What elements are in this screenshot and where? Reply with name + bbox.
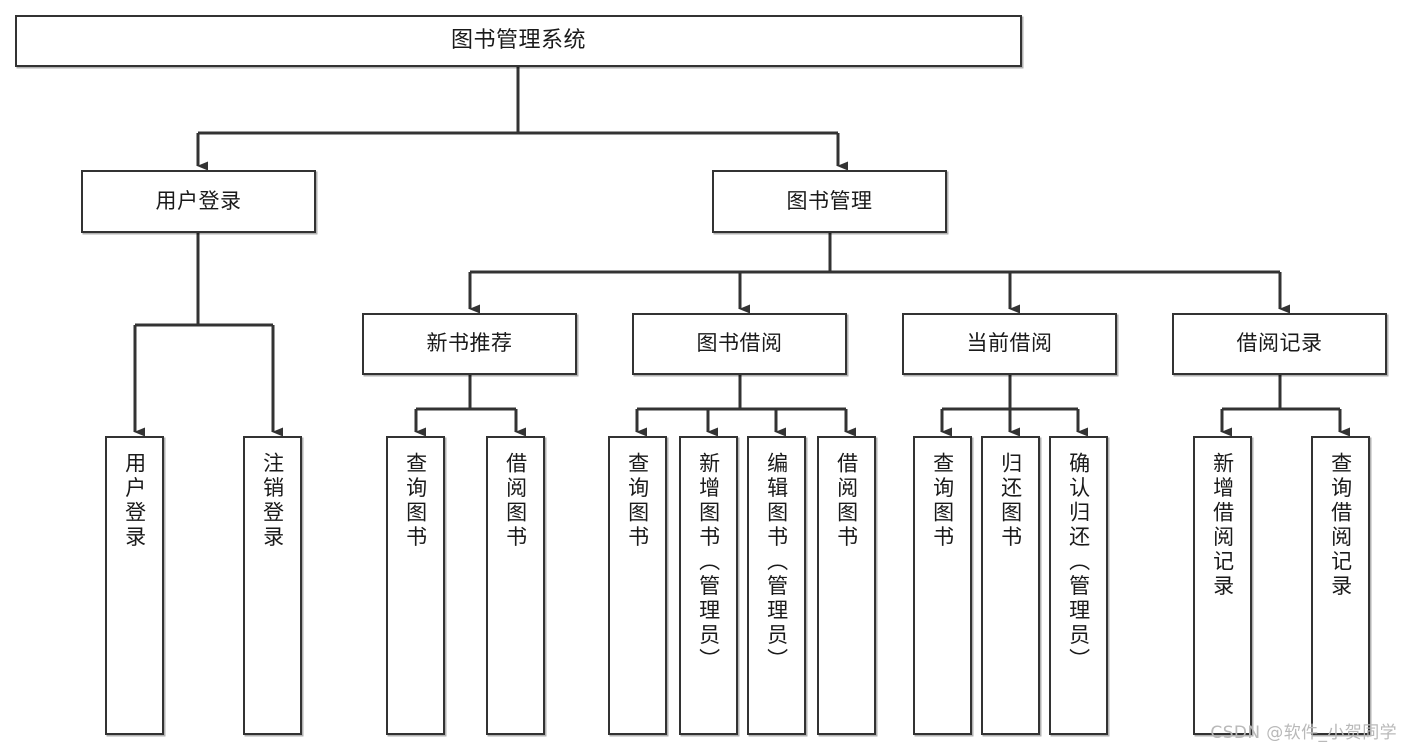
node-label: 编辑图书（管理员） <box>764 452 789 673</box>
node-label: 新书推荐 <box>426 331 513 356</box>
node-leaf-current-borrow-return[interactable]: 归还图书 <box>981 436 1040 735</box>
node-leaf-new-book-query[interactable]: 查询图书 <box>386 436 445 735</box>
node-label: 注销登录 <box>260 452 285 550</box>
node-leaf-book-borrow-query[interactable]: 查询图书 <box>608 436 667 735</box>
node-leaf-current-borrow-confirm[interactable]: 确认归还（管理员） <box>1049 436 1108 735</box>
node-book-management[interactable]: 图书管理 <box>712 170 947 233</box>
node-leaf-book-borrow-edit[interactable]: 编辑图书（管理员） <box>747 436 806 735</box>
node-label: 查询图书 <box>403 452 428 550</box>
node-leaf-borrow-record-query[interactable]: 查询借阅记录 <box>1311 436 1370 735</box>
node-leaf-user-login-login[interactable]: 用户登录 <box>105 436 164 735</box>
node-leaf-new-book-borrow[interactable]: 借阅图书 <box>486 436 545 735</box>
node-label: 图书管理 <box>786 188 873 213</box>
node-leaf-borrow-record-add[interactable]: 新增借阅记录 <box>1193 436 1252 735</box>
node-label: 确认归还（管理员） <box>1066 452 1091 673</box>
node-label: 查询图书 <box>625 452 650 550</box>
node-label: 归还图书 <box>998 452 1023 550</box>
node-label: 借阅记录 <box>1236 331 1323 356</box>
node-borrow-record[interactable]: 借阅记录 <box>1172 313 1387 375</box>
node-user-login[interactable]: 用户登录 <box>81 170 316 233</box>
node-label: 新增图书（管理员） <box>696 452 721 673</box>
node-label: 图书借阅 <box>696 331 783 356</box>
node-root-system[interactable]: 图书管理系统 <box>15 15 1022 67</box>
node-label: 图书管理系统 <box>450 27 586 53</box>
node-label: 查询图书 <box>930 452 955 550</box>
watermark-text: CSDN @软件_小贺同学 <box>1210 723 1397 743</box>
node-label: 当前借阅 <box>966 331 1053 356</box>
node-leaf-current-borrow-query[interactable]: 查询图书 <box>913 436 972 735</box>
node-new-book-recommend[interactable]: 新书推荐 <box>362 313 577 375</box>
node-label: 用户登录 <box>122 452 147 550</box>
node-current-borrow[interactable]: 当前借阅 <box>902 313 1117 375</box>
node-label: 借阅图书 <box>503 452 528 550</box>
node-label: 新增借阅记录 <box>1210 452 1235 599</box>
node-label: 借阅图书 <box>834 452 859 550</box>
node-label: 用户登录 <box>155 188 242 213</box>
node-leaf-book-borrow-borrow[interactable]: 借阅图书 <box>817 436 876 735</box>
node-leaf-book-borrow-add[interactable]: 新增图书（管理员） <box>679 436 738 735</box>
node-book-borrow[interactable]: 图书借阅 <box>632 313 847 375</box>
node-label: 查询借阅记录 <box>1328 452 1353 599</box>
node-leaf-user-login-logout[interactable]: 注销登录 <box>243 436 302 735</box>
